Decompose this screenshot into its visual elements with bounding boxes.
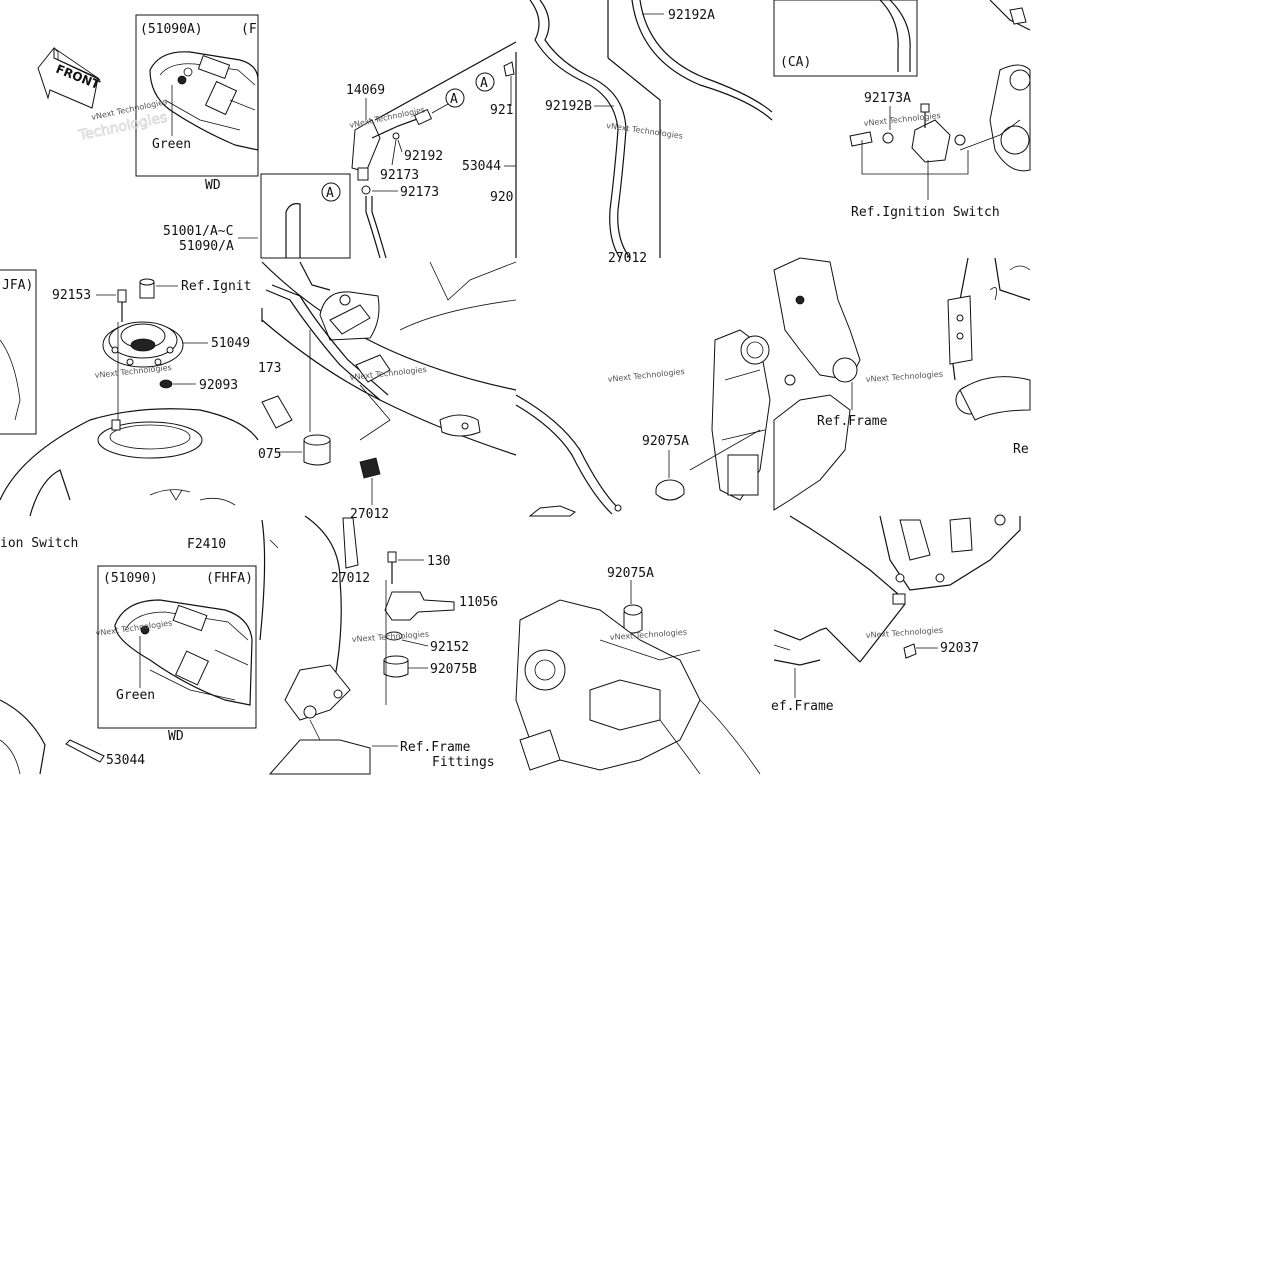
tile-front-arrow-and-cap: FRONT (51090A) (F Green WD vNext Technol… [37,14,259,193]
label-53044-bottom: 53044 [106,753,145,768]
label-92037: 92037 [940,641,979,656]
fuel-cap-drawing-top [149,51,259,151]
label-92192A: 92192A [668,8,715,23]
label-f2410: F2410 [187,537,226,552]
watermark: vNext Technologies [95,618,173,638]
label-075-partial: 075 [258,447,281,462]
label-27012-bottom: 27012 [331,571,370,586]
label-921-partial: 921 [490,103,513,118]
label-92153: 92153 [52,288,91,303]
fuel-cap-ring-drawing [102,321,184,368]
label-92173-a: 92173 [380,168,419,183]
label-92192: 92192 [404,149,443,164]
callout-box-ca [773,0,918,77]
label-920-partial: 920 [490,190,513,205]
watermark: vNext Technologies [866,626,944,640]
label-51090: (51090) [103,571,158,586]
label-green-bottom: Green [116,688,155,703]
label-11056: 11056 [459,595,498,610]
label-wd-bottom: WD [168,729,184,744]
label-92075B: 92075B [430,662,477,677]
label-ref-ignit: Ref.Ignit [181,279,251,294]
label-green-top: Green [152,137,191,152]
label-a-3: A [480,76,488,91]
label-51001: 51001/A~C [163,224,233,239]
tile-breather-hoses: 92192A 92192B 27012 vNext Technologies [529,0,773,266]
label-92192B: 92192B [545,99,592,114]
tile-tank-top-view: 173 075 27012 vNext Technologies [258,261,517,522]
tile-frame-lower: 92075A vNext Technologies [515,566,761,775]
label-ion-switch: ion Switch [0,536,78,551]
watermark: vNext Technologies [352,630,430,644]
label-a-1: A [326,186,334,201]
label-92075A-mid: 92075A [642,434,689,449]
circle-a-1 [321,182,341,202]
valve-drawing [351,108,433,259]
label-ref-ignition-switch: Ref.Ignition Switch [851,205,1000,220]
label-ref-frame-fittings-2: Fittings [432,755,495,770]
label-14069: 14069 [346,83,385,98]
label-92173A: 92173A [864,91,911,106]
circle-a-3 [475,72,495,92]
label-92075A-bottom: 92075A [607,566,654,581]
watermark: vNext Technologies [607,367,685,384]
label-92173-b: 92173 [400,185,439,200]
callout-box-a [260,173,351,259]
tile-frame-mount-right: Ref.Frame Re vNext Technologies [773,257,1031,511]
label-re-partial: Re [1013,442,1029,457]
tile-frame-mount-left: 92075A vNext Technologies [515,329,771,517]
front-arrow-icon: FRONT [37,46,102,109]
label-ref-frame-fittings-1: Ref.Frame [400,740,471,755]
label-130: 130 [427,554,450,569]
watermark: vNext Technologies [866,370,944,384]
label-27012-mid: 27012 [350,507,389,522]
tile-fhfa-cap: ion Switch F2410 (51090) (FHFA) Green WD… [0,536,257,775]
circle-a-2 [445,88,465,108]
label-f-partial: (F [241,22,257,37]
tile-frame-rear: 92037 ef.Frame vNext Technologies [771,514,1021,714]
tile-fuel-cap-assembly: JFA) 92153 Ref.Ignit 51049 92093 [0,269,259,517]
label-92152: 92152 [430,640,469,655]
label-wd-top: WD [205,178,221,193]
label-51090A: (51090A) [140,22,203,37]
label-173-partial: 173 [258,361,281,376]
tile-tank-rear-mount: 27012 130 11056 92152 92075B Ref.Frame F… [259,515,498,775]
label-53044-top: 53044 [462,159,501,174]
label-51049: 51049 [211,336,250,351]
callout-box-fhfa [97,565,257,729]
label-ef-frame: ef.Frame [771,699,834,714]
label-fhfa: (FHFA) [206,571,253,586]
ignition-bracket-drawing [849,0,1031,172]
label-92093: 92093 [199,378,238,393]
label-ca: (CA) [780,55,811,70]
tile-ignition-switch: (CA) 92173A Ref.Ignition Switch vNext Te… [773,0,1031,220]
label-51090A: 51090/A [179,239,234,254]
label-27012-top: 27012 [608,251,647,266]
fuel-cap-drawing-bottom [114,599,253,706]
label-a-2: A [450,92,458,107]
watermark: vNext Technologies [349,105,426,130]
callout-box-jfa [0,269,37,435]
label-ref-frame-mid: Ref.Frame [817,414,888,429]
label-jfa: JFA) [2,278,33,293]
tile-hose-valve: A 51001/A~C 51090/A 14069 A A 92192 9217… [163,41,517,259]
